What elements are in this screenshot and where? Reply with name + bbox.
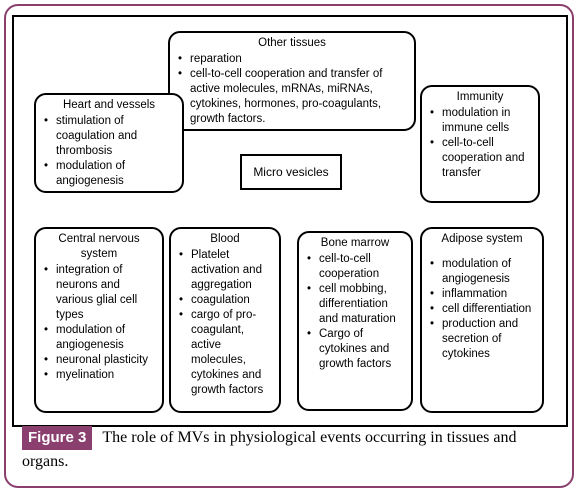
box-immunity: Immunity modulation in immune cells cell… (420, 85, 540, 203)
item-list: reparation cell-to-cell cooperation and … (176, 52, 408, 127)
list-item: modulation of angiogenesis (428, 257, 536, 287)
box-title: Heart and vessels (62, 99, 156, 111)
list-item: Cargo of cytokines and growth factors (305, 327, 405, 372)
box-bone-marrow: Bone marrow cell-to-cell cooperation cel… (297, 231, 413, 411)
list-item: myelination (42, 368, 156, 383)
list-item: neuronal plasticity (42, 353, 156, 368)
list-item: modulation in immune cells (428, 106, 532, 136)
list-item: cell-to-cell cooperation and transfer (428, 136, 532, 181)
box-title: Immunity (456, 91, 504, 103)
item-list: integration of neurons and various glial… (42, 263, 156, 383)
box-heart-vessels: Heart and vessels stimulation of coagula… (34, 93, 184, 193)
box-blood: Blood Platelet activation and aggregatio… (169, 227, 281, 413)
list-item: inflammation (428, 287, 536, 302)
list-item: integration of neurons and various glial… (42, 263, 156, 323)
item-list: cell-to-cell cooperation cell mobbing, d… (305, 252, 405, 372)
list-item: cell-to-cell cooperation (305, 252, 405, 282)
box-title: Other tissues (258, 37, 326, 49)
micro-vesicles-box: Micro vesicles (240, 154, 342, 190)
diagram-panel: Other tissues reparation cell-to-cell co… (12, 15, 568, 427)
item-list: stimulation of coagulation and thrombosi… (42, 114, 176, 189)
list-item: modulation of angiogenesis (42, 323, 156, 353)
list-item: Platelet activation and aggregation (177, 248, 273, 293)
box-title: Adipose system (441, 233, 523, 245)
box-central-nervous-system: Central nervous system integration of ne… (34, 227, 164, 413)
list-item: cell mobbing, differentiation and matura… (305, 282, 405, 327)
box-title: Blood (210, 233, 240, 245)
box-other-tissues: Other tissues reparation cell-to-cell co… (168, 31, 416, 131)
figure-label: Figure 3 (22, 426, 93, 450)
list-item: reparation (176, 52, 408, 67)
list-item: coagulation (177, 293, 273, 308)
box-title: Bone marrow (320, 237, 390, 249)
list-item: cell-to-cell cooperation and transfer of… (176, 67, 408, 127)
list-item: production and secretion of cytokines (428, 317, 536, 362)
caption-text: The role of MVs in physiological events … (22, 429, 517, 470)
list-item: cargo of pro-coagulant, active molecules… (177, 308, 273, 398)
list-item: cell differentiation (428, 302, 536, 317)
list-item: modulation of angiogenesis (42, 159, 176, 189)
item-list: Platelet activation and aggregation coag… (177, 248, 273, 398)
box-title: Central nervous system (58, 233, 140, 260)
center-label: Micro vesicles (253, 165, 329, 179)
list-item: stimulation of coagulation and thrombosi… (42, 114, 176, 159)
item-list: modulation in immune cells cell-to-cell … (428, 106, 532, 181)
box-adipose-system: Adipose system modulation of angiogenesi… (420, 227, 544, 413)
item-list: modulation of angiogenesis inflammation … (428, 257, 536, 362)
